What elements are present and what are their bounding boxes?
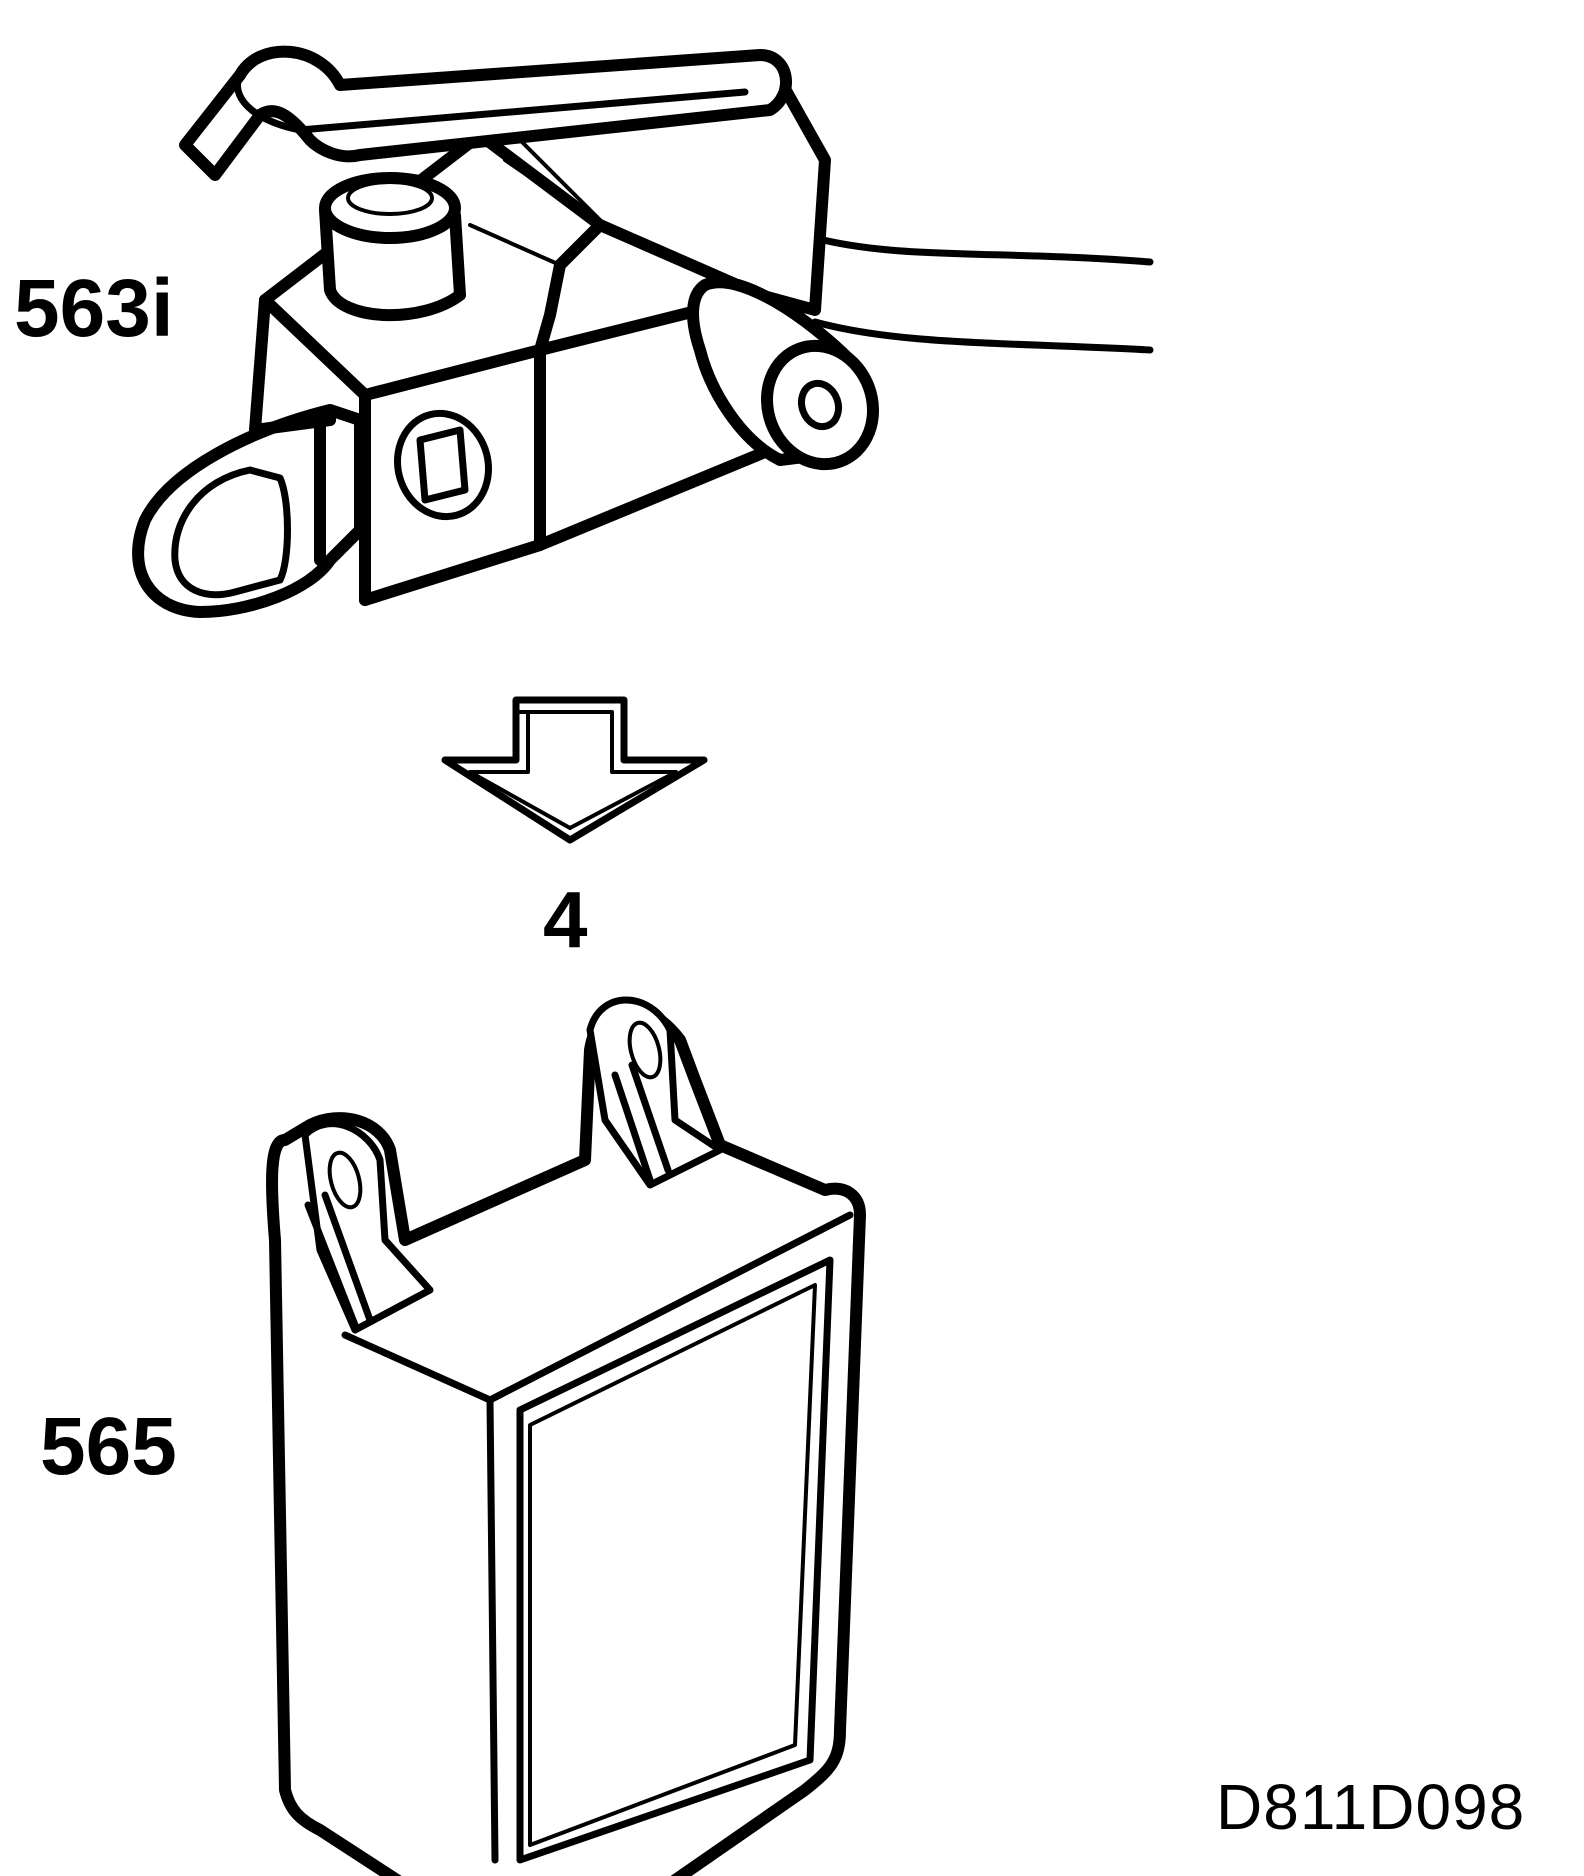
figure-id-label: D811D098 — [1216, 1771, 1526, 1843]
capacitor-box-icon — [266, 996, 866, 1876]
part-label-bottom: 565 — [40, 1401, 177, 1492]
step-number-label: 4 — [543, 875, 588, 964]
down-arrow-icon — [441, 696, 708, 844]
part-label-top: 563i — [14, 263, 174, 354]
microswitch-lever-icon — [132, 45, 1154, 618]
